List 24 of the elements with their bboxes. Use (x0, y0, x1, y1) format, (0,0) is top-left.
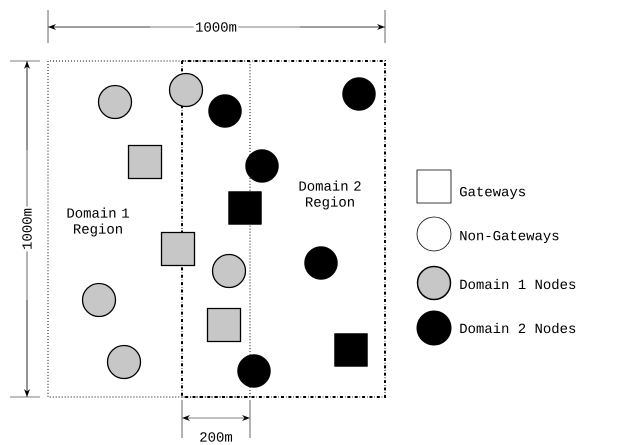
legend-text: Gateways (460, 186, 525, 200)
region-box: Domain 2 Region (181, 60, 386, 398)
dimension-label: 200m (198, 430, 234, 444)
node-circle (98, 84, 132, 120)
node-circle (82, 282, 116, 318)
node-circle (168, 72, 204, 108)
region-box: Domain 1 Region (48, 60, 250, 398)
dimension-label: 1000m (20, 206, 34, 252)
legend-text: Domain 1 Nodes (460, 278, 576, 290)
legend-text: Domain 2 Nodes (460, 322, 576, 334)
legend-text: Non-Gateways (460, 230, 558, 244)
node-square (228, 191, 262, 225)
node-square (160, 232, 196, 266)
node-circle (304, 246, 338, 280)
node-square (334, 333, 368, 367)
dimension-label: 1000m (194, 20, 238, 34)
node-circle (106, 344, 142, 380)
node-circle (237, 354, 271, 388)
node-circle (245, 149, 279, 183)
node-circle (342, 77, 376, 111)
node-circle (208, 94, 242, 128)
node-circle (212, 254, 246, 288)
node-square (128, 144, 162, 180)
node-square (206, 308, 242, 342)
